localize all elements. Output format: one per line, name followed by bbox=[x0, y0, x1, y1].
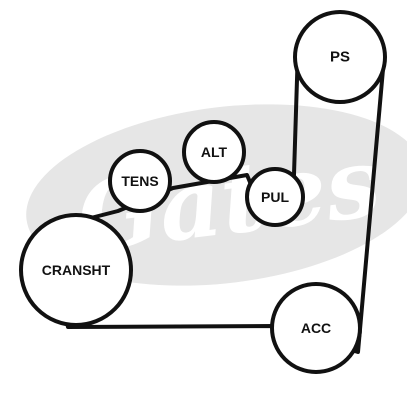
pulley-label-tens: TENS bbox=[121, 173, 158, 189]
pulley-label-alt: ALT bbox=[201, 144, 228, 160]
pulley-label-ps: PS bbox=[330, 49, 350, 66]
pulley-acc: ACC bbox=[270, 282, 362, 374]
pulley-pul: PUL bbox=[245, 167, 305, 227]
pulley-label-pul: PUL bbox=[261, 189, 289, 205]
pulley-ps: PS bbox=[293, 10, 387, 104]
pulley-cranksht: CRANSHT bbox=[19, 213, 133, 327]
pulley-label-cranksht: CRANSHT bbox=[42, 262, 111, 278]
pulley-label-acc: ACC bbox=[301, 320, 331, 336]
pulley-alt: ALT bbox=[182, 120, 246, 184]
pulley-tens: TENS bbox=[108, 149, 172, 213]
